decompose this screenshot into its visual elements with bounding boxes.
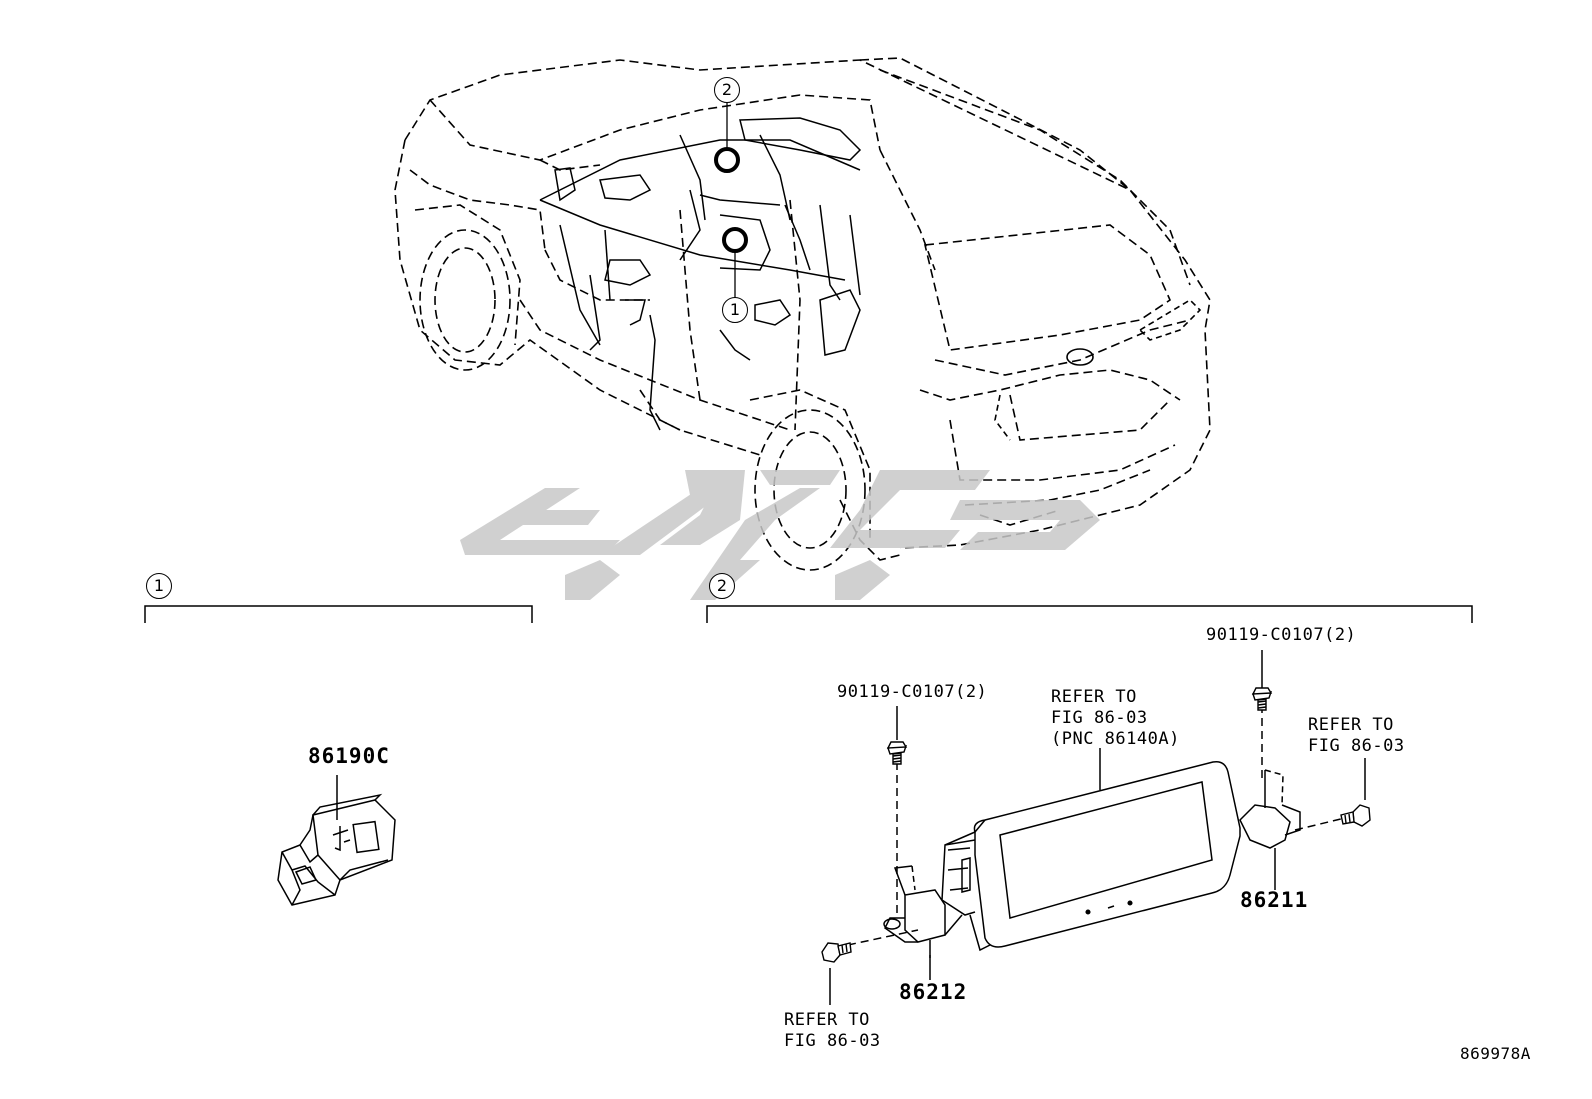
right-ref-line-2: FIG 86-03 — [1308, 736, 1405, 756]
section-2-callout: 2 — [709, 573, 735, 599]
section-1-callout: 1 — [146, 573, 172, 599]
screw-left-icon — [886, 741, 908, 765]
bottom-ref-line-1: REFER TO — [784, 1010, 870, 1030]
display-ref-line-3: (PNC 86140A) — [1051, 729, 1180, 749]
bolt-bottom-left-icon — [821, 942, 852, 963]
diagram-id: 869978A — [1460, 1044, 1531, 1063]
screw-right-icon — [1251, 687, 1273, 711]
part-number-screw-left: 90119-C0107(2) — [837, 682, 988, 702]
part-number-86212: 86212 — [899, 980, 968, 1004]
right-ref-line-1: REFER TO — [1308, 715, 1394, 735]
part-number-86211: 86211 — [1240, 888, 1309, 912]
display-assembly-drawing — [829, 650, 1366, 1005]
vehicle-callout-1: 1 — [722, 297, 748, 323]
display-ref-line-2: FIG 86-03 — [1051, 708, 1148, 728]
vehicle-illustration — [394, 57, 1211, 571]
usb-socket-drawing — [277, 775, 396, 906]
section-brackets — [144, 605, 1473, 623]
bolt-right-icon — [1340, 804, 1371, 827]
bottom-ref-line-2: FIG 86-03 — [784, 1031, 881, 1051]
watermark-graphic — [460, 470, 1100, 600]
display-ref-line-1: REFER TO — [1051, 687, 1137, 707]
vehicle-callout-2: 2 — [714, 77, 740, 103]
part-number-86190C: 86190C — [308, 744, 390, 768]
part-number-screw-right: 90119-C0107(2) — [1206, 625, 1357, 645]
